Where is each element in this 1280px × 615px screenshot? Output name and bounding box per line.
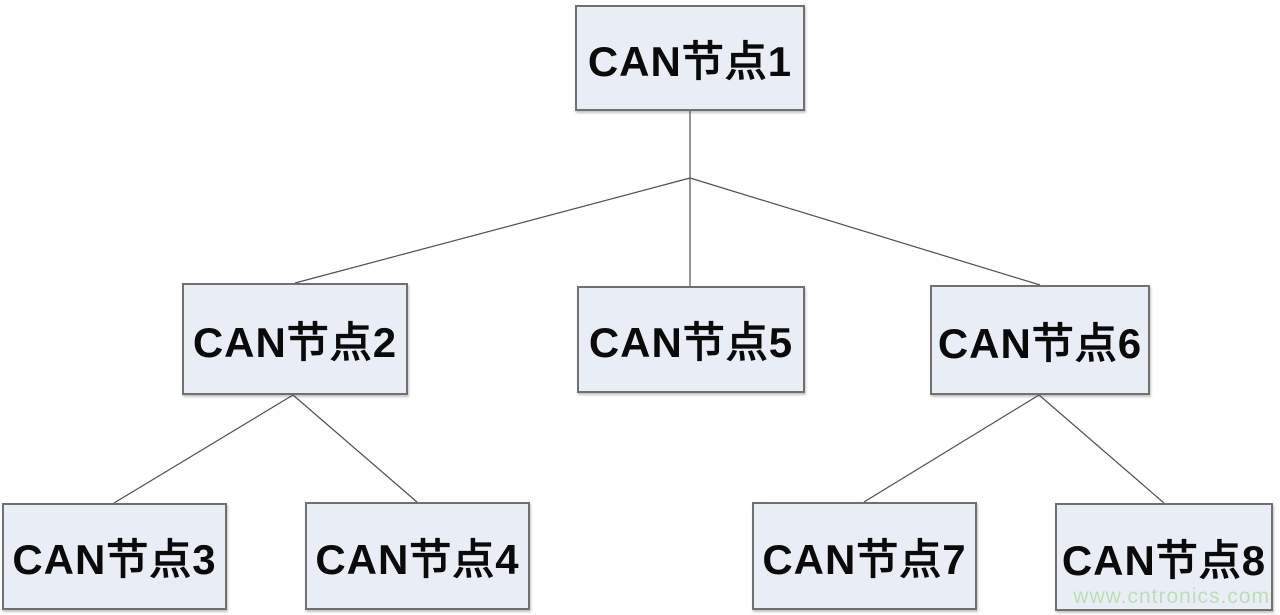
edge-node1-node2: [294, 177, 691, 284]
node-can-8: CAN节点8: [1055, 503, 1273, 611]
watermark-text: www.cntronics.com: [1073, 585, 1270, 608]
edge-node6-node7: [863, 394, 1040, 503]
node-can-2: CAN节点2: [182, 283, 408, 395]
node-can-1: CAN节点1: [575, 5, 805, 111]
node-can-3: CAN节点3: [2, 503, 227, 610]
edge-node6-node8: [1038, 394, 1165, 504]
node-can-7: CAN节点7: [752, 502, 977, 610]
node-can-5: CAN节点5: [577, 286, 805, 393]
edge-node1-node6: [689, 177, 1041, 286]
node-can-4: CAN节点4: [305, 502, 530, 610]
node-can-6: CAN节点6: [930, 285, 1150, 395]
edge-node2-node3: [113, 394, 294, 504]
edge-node2-node4: [292, 394, 418, 503]
